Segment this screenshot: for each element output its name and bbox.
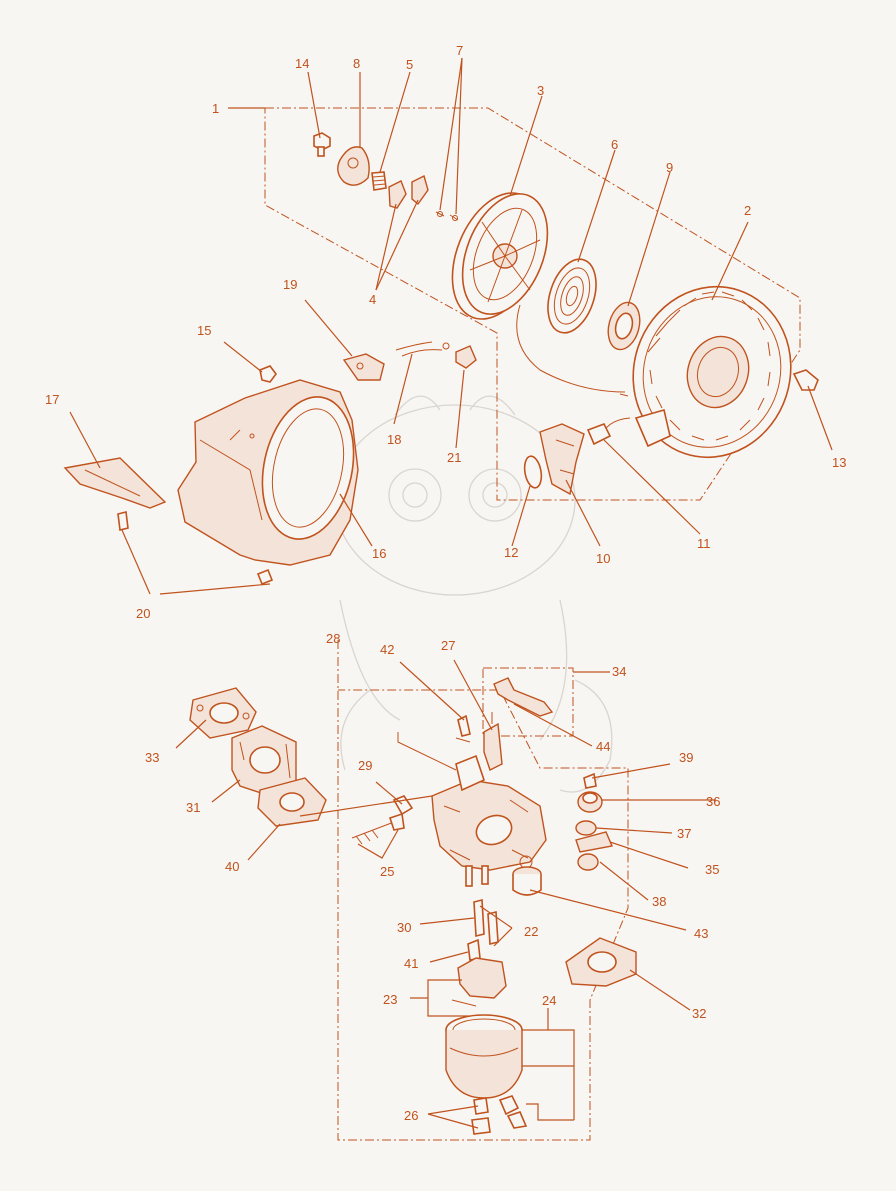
callout-8: 8 [353,56,360,71]
recoil-starter-assembly [228,107,819,501]
carburetor-assembly [189,640,637,1141]
wire-clip [455,345,477,369]
air-vent-cap [577,791,603,813]
shroud-bolt [259,365,277,383]
starter-case [632,285,792,459]
callout-24: 24 [542,993,556,1008]
callout-41: 41 [404,956,418,971]
callout-29: 29 [358,758,372,773]
case-bolt [792,369,819,391]
callout-20: 20 [136,606,150,621]
ratchet-pawls [388,174,429,209]
callout-labels: 1 2 3 4 5 6 7 8 9 10 11 12 13 14 15 16 1… [45,43,846,1123]
callout-33: 33 [145,750,159,765]
carburetor-body [431,754,547,887]
carburetor-gasket [257,777,327,827]
spring-cover [607,301,641,351]
main-jet [473,898,485,938]
shroud-screws [117,511,274,586]
callout-5: 5 [406,57,413,72]
callout-43: 43 [694,926,708,941]
drain-bolt [498,1095,528,1129]
rope-reel [451,192,549,320]
callout-10: 10 [596,551,610,566]
watermark-mascot [334,395,613,793]
friction-spring [371,171,387,191]
callout-44: 44 [596,739,610,754]
callout-40: 40 [225,859,239,874]
callout-19: 19 [283,277,297,292]
drain-screw [583,772,597,789]
callout-42: 42 [380,642,394,657]
callout-18: 18 [387,432,401,447]
callout-36: 36 [706,794,720,809]
callout-32: 32 [692,1006,706,1021]
choke-lever-screw [455,714,471,743]
shroud-bracket [63,457,167,509]
callout-34: 34 [612,664,626,679]
choke-rod [397,732,457,771]
callout-2: 2 [744,203,751,218]
callout-37: 37 [677,826,691,841]
upper-leader-lines [69,57,833,595]
callout-1: 1 [212,101,219,116]
callout-4: 4 [369,292,376,307]
float-assembly [451,957,507,1007]
callout-23: 23 [383,992,397,1007]
stop-switch [342,353,385,381]
callout-21: 21 [447,450,461,465]
callout-25: 25 [380,864,394,879]
callout-28: 28 [326,631,340,646]
starter-grip [539,423,585,496]
callout-6: 6 [611,137,618,152]
choke-shaft [483,712,503,771]
fan-shroud [177,379,359,566]
slow-jet [467,938,481,961]
callout-38: 38 [652,894,666,909]
callout-35: 35 [705,862,719,877]
float-needle [577,853,599,871]
starter-bolt [313,132,331,157]
insulator-gasket [189,687,257,739]
callout-31: 31 [186,800,200,815]
callout-3: 3 [537,83,544,98]
choke-lever [493,677,554,717]
callout-26: 26 [404,1108,418,1123]
fan-shroud-assembly [63,341,477,586]
callout-39: 39 [679,750,693,765]
callout-7: 7 [456,43,463,58]
float-arm [575,831,613,853]
float-valve-seat [575,820,597,836]
callout-15: 15 [197,323,211,338]
recoil-spring [547,258,597,334]
pilot-screw-set [351,812,405,845]
friction-plate [337,146,370,186]
air-cleaner-gasket [565,937,637,987]
lower-leader-lines [175,659,716,1129]
grip-insert [523,455,543,489]
ratchet-pins [435,211,459,221]
bowl-bolt [471,1097,491,1135]
callout-12: 12 [504,545,518,560]
float-bowl [445,1014,523,1099]
carburetor-float [512,866,542,896]
switch-wire [395,341,450,357]
callout-16: 16 [372,546,386,561]
starter-rope [586,422,612,446]
throttle-stop-screw [392,795,414,816]
callout-11: 11 [697,536,711,551]
callout-9: 9 [666,160,673,175]
callout-14: 14 [295,56,309,71]
callout-27: 27 [441,638,455,653]
callout-17: 17 [45,392,59,407]
callout-22: 22 [524,924,538,939]
callout-30: 30 [397,920,411,935]
callout-13: 13 [832,455,846,470]
